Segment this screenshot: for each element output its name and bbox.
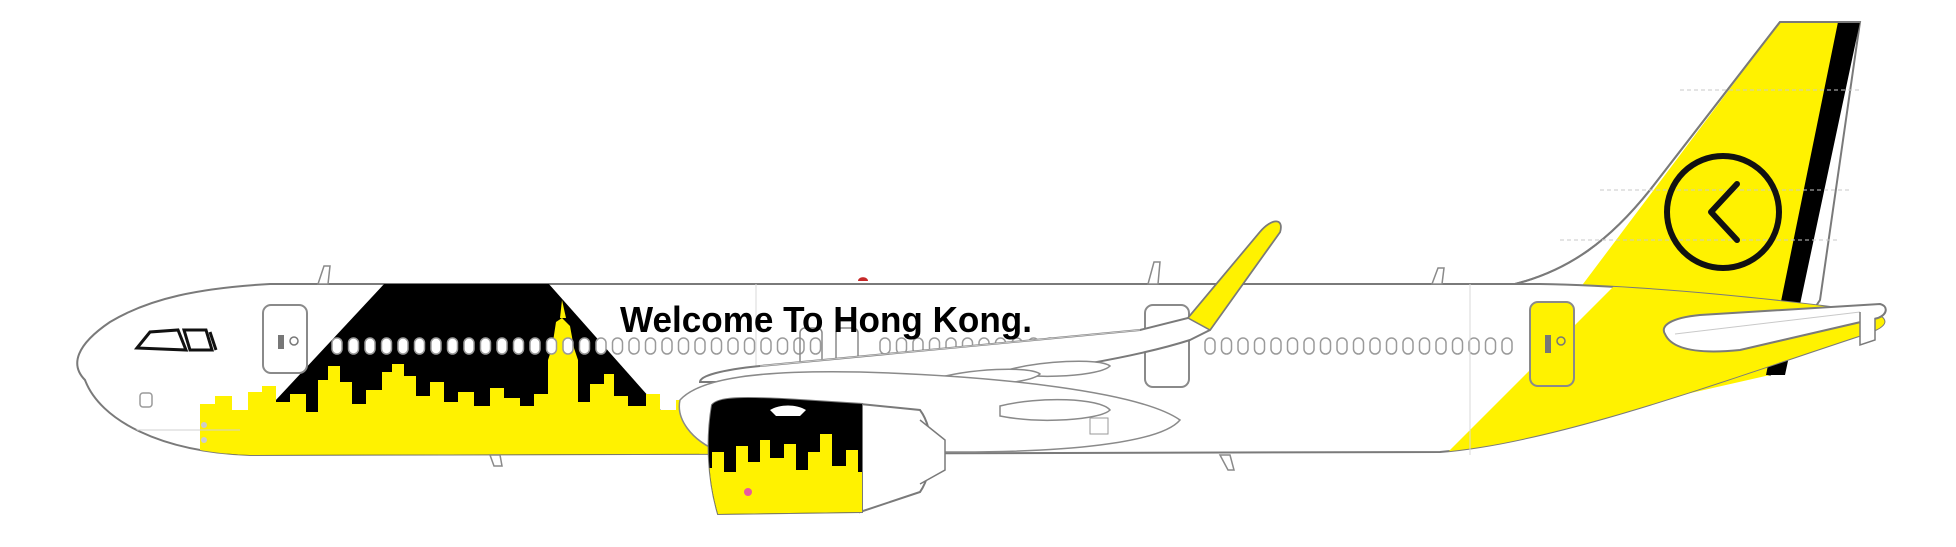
cabin-window [644, 337, 657, 355]
cabin-window [413, 337, 426, 355]
horizontal-stabilizer [1662, 302, 1887, 353]
cabin-window [628, 337, 640, 355]
cabin-window [677, 337, 690, 355]
cabin-window [1270, 337, 1282, 355]
cabin-window [1319, 337, 1332, 355]
cabin-window [776, 337, 789, 355]
chevron-left-icon [1708, 181, 1740, 243]
cabin-window [743, 337, 756, 355]
cabin-window [611, 337, 624, 355]
cabin-window [545, 337, 558, 355]
cabin-windows-front [331, 337, 822, 355]
cabin-window [331, 337, 343, 355]
cabin-window [694, 337, 706, 355]
cabin-window [727, 337, 739, 355]
cabin-window [479, 337, 492, 355]
cabin-window [529, 337, 541, 355]
cabin-window [1352, 337, 1365, 355]
cabin-window [1286, 337, 1299, 355]
cabin-window [793, 337, 805, 355]
cabin-window [380, 337, 393, 355]
cabin-window [1501, 337, 1513, 355]
cabin-window [1435, 337, 1447, 355]
chevron-left-in-circle-icon [1664, 153, 1782, 271]
cabin-window [496, 337, 508, 355]
cabin-window [1303, 337, 1315, 355]
engine-skyline [708, 397, 862, 514]
cabin-windows-rear [1204, 337, 1513, 355]
cabin-window [463, 337, 475, 355]
cabin-window [397, 337, 409, 355]
engine-nacelle [707, 396, 946, 516]
cabin-window [1204, 337, 1216, 355]
cabin-window [879, 337, 891, 355]
cabin-window [809, 337, 822, 355]
cabin-window [1385, 337, 1398, 355]
cockpit-windows [133, 328, 218, 352]
cabin-window [1336, 337, 1348, 355]
cabin-window [1237, 337, 1249, 355]
cabin-window [446, 337, 459, 355]
rear-door [1529, 301, 1575, 387]
livery-slogan: Welcome To Hong Kong. [620, 299, 1032, 340]
cabin-window [578, 337, 591, 355]
cabin-window [1220, 337, 1233, 355]
cabin-window [1369, 337, 1381, 355]
cabin-window [562, 337, 574, 355]
cabin-window [1468, 337, 1480, 355]
cabin-window [364, 337, 376, 355]
cabin-window [595, 337, 607, 355]
cabin-window [430, 337, 442, 355]
cabin-window [1253, 337, 1266, 355]
front-door [262, 304, 308, 374]
hong-kong-skyline-panel [200, 284, 710, 455]
cabin-window [661, 337, 673, 355]
cabin-window [1402, 337, 1414, 355]
cabin-window [760, 337, 772, 355]
cabin-window [1484, 337, 1497, 355]
cabin-window [347, 337, 360, 355]
cabin-window [1418, 337, 1431, 355]
cabin-window [710, 337, 723, 355]
cabin-window [512, 337, 525, 355]
cabin-window [1451, 337, 1464, 355]
